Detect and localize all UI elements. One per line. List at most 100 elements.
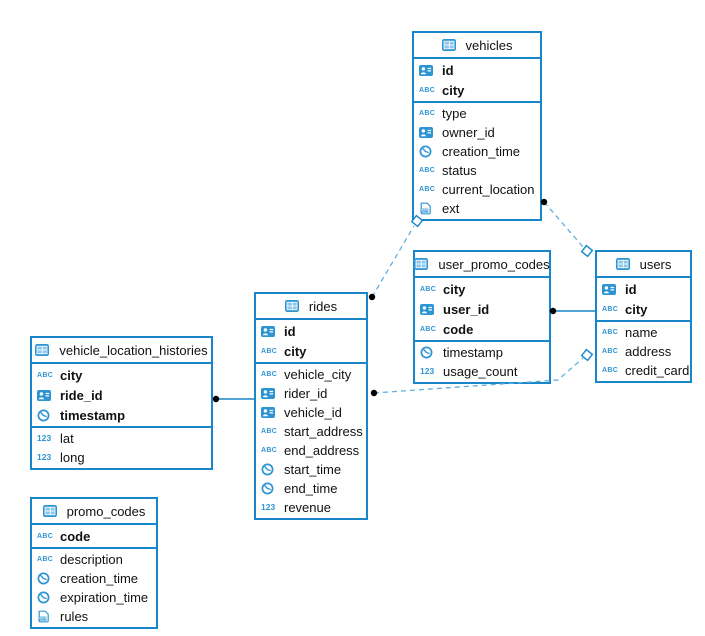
- field-name: owner_id: [442, 125, 495, 140]
- field-row-rider_id: rider_id: [256, 384, 366, 403]
- field-name: long: [60, 450, 85, 465]
- field-name: type: [442, 106, 467, 121]
- field-row-ext: JSON ext: [414, 199, 540, 218]
- field-name: user_id: [443, 301, 490, 317]
- table-title: promo_codes: [66, 503, 146, 519]
- field-row-timestamp: timestamp: [415, 343, 549, 362]
- table-title: vehicles: [465, 37, 513, 53]
- abc-text-icon: ABC: [419, 110, 436, 117]
- connection-diamond-marker: [580, 348, 594, 362]
- clock-icon: [37, 572, 56, 585]
- field-name: rules: [60, 609, 89, 624]
- table-header[interactable]: vehicle_location_histories: [32, 338, 211, 364]
- clock-icon: [261, 482, 280, 495]
- field-row-end_time: end_time: [256, 479, 366, 498]
- field-row-type: ABC type: [414, 104, 540, 123]
- number-123-icon: 123: [37, 452, 52, 463]
- field-name: city: [443, 281, 466, 297]
- field-name: ext: [442, 201, 460, 216]
- table-title: user_promo_codes: [438, 256, 550, 272]
- relationship-vehicles-to-users: [540, 198, 594, 258]
- id-card-icon: [261, 388, 280, 399]
- clock-icon: [261, 463, 280, 476]
- relationship-vehicle_location_histories-to-rides: [212, 395, 254, 403]
- abc-text-icon: ABC: [420, 325, 437, 333]
- abc-text-icon: ABC: [602, 367, 619, 374]
- table-title: users: [639, 256, 672, 272]
- table-icon: [42, 505, 62, 517]
- table-header[interactable]: user_promo_codes: [414, 252, 550, 278]
- field-row-lat: 123 lat: [32, 429, 211, 448]
- field-name: revenue: [284, 500, 331, 515]
- table-header[interactable]: promo_codes: [32, 499, 156, 525]
- abc-text-icon: ABC: [602, 348, 619, 355]
- clock-icon: [420, 346, 439, 359]
- abc-text-icon: ABC: [37, 371, 54, 379]
- table-header[interactable]: users: [597, 252, 690, 278]
- abc-text-icon: ABC: [420, 285, 437, 293]
- clock-icon: [419, 145, 438, 158]
- table-icon: [441, 39, 461, 51]
- field-row-ride_id: ride_id: [32, 385, 211, 405]
- table-header[interactable]: vehicles: [414, 33, 540, 59]
- abc-text-icon: ABC: [261, 347, 278, 355]
- field-name: timestamp: [443, 345, 503, 360]
- field-row-long: 123 long: [32, 448, 211, 467]
- id-card-icon: [602, 283, 621, 295]
- field-name: lat: [60, 431, 74, 446]
- svg-text:JSON: JSON: [420, 209, 430, 213]
- id-card-icon: [419, 127, 438, 138]
- field-name: expiration_time: [60, 590, 149, 605]
- abc-text-icon: ABC: [261, 371, 278, 378]
- field-name: description: [60, 552, 123, 567]
- fields-section: 123 lat 123 long: [32, 428, 211, 468]
- field-name: start_address: [284, 424, 363, 439]
- field-row-address: ABC address: [597, 342, 690, 361]
- field-name: id: [284, 323, 296, 339]
- table-header[interactable]: rides: [256, 294, 366, 320]
- field-name: city: [442, 82, 465, 98]
- field-row-start_time: start_time: [256, 460, 366, 479]
- field-name: usage_count: [443, 364, 518, 379]
- table-title: rides: [308, 298, 338, 314]
- field-row-expiration_time: expiration_time: [32, 588, 156, 607]
- number-123-icon: 123: [37, 433, 52, 444]
- field-name: address: [625, 344, 672, 359]
- json-icon: JSON: [419, 202, 438, 215]
- field-name: name: [625, 325, 658, 340]
- field-row-vehicle_id: vehicle_id: [256, 403, 366, 422]
- abc-text-icon: ABC: [602, 305, 619, 313]
- field-name: current_location: [442, 182, 535, 197]
- field-row-id: id: [256, 321, 366, 341]
- id-card-icon: [420, 303, 439, 315]
- field-name: rider_id: [284, 386, 328, 401]
- connection-dot-marker: [370, 389, 378, 397]
- field-name: id: [442, 62, 454, 78]
- table-title: vehicle_location_histories: [59, 342, 208, 358]
- table-icon: [615, 258, 635, 270]
- connection-diamond-marker: [580, 244, 594, 258]
- field-row-id: id: [414, 60, 540, 80]
- field-row-city: ABC city: [415, 279, 549, 299]
